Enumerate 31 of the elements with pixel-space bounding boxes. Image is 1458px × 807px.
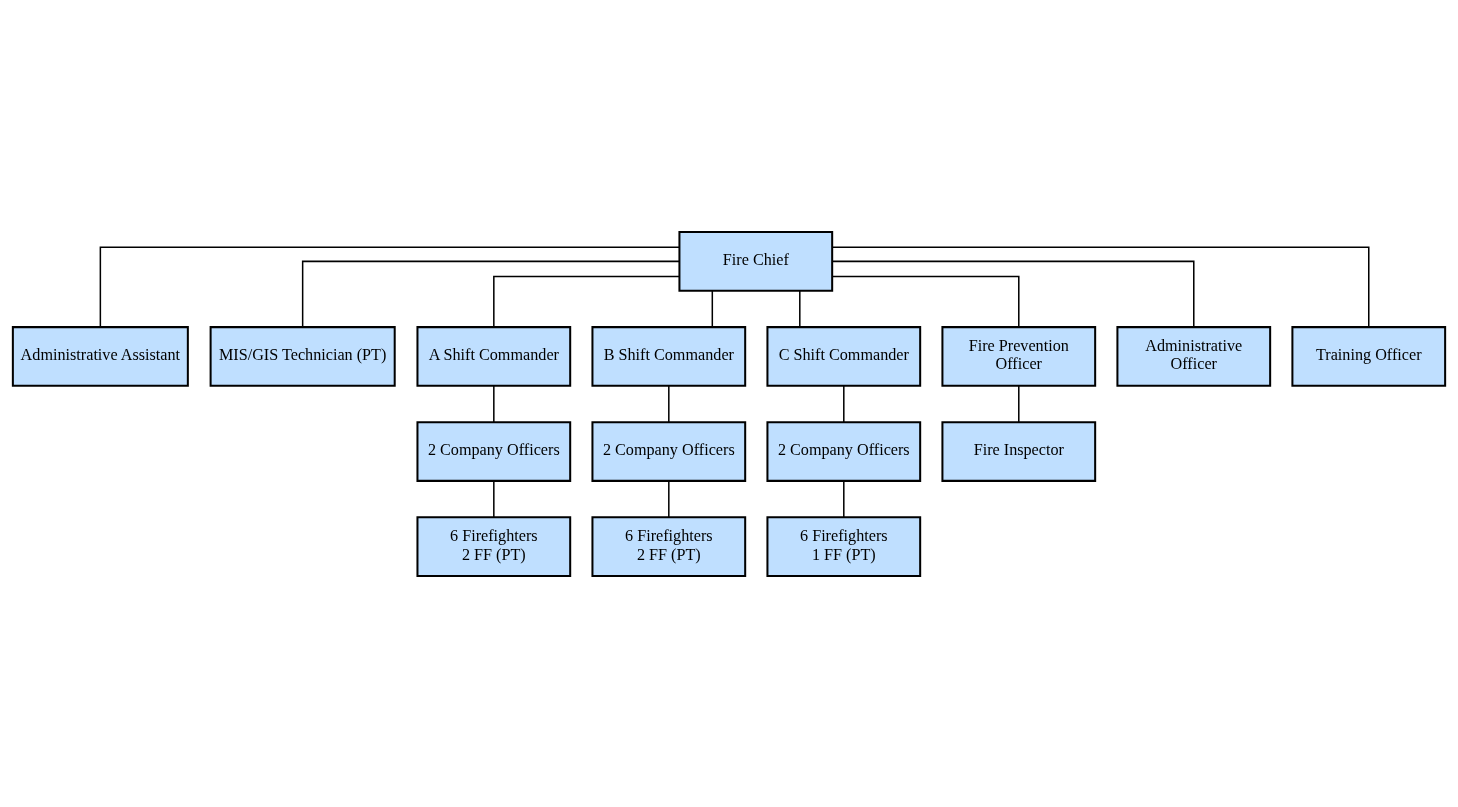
node-box: 6 Firefighters 1 FF (PT) bbox=[766, 515, 922, 577]
connector bbox=[493, 479, 495, 518]
connector bbox=[843, 479, 845, 518]
node-box: Fire Inspector bbox=[941, 420, 1097, 482]
node-box: B Shift Commander bbox=[591, 325, 747, 387]
node-box: 2 Company Officers bbox=[416, 420, 572, 482]
node-box: Administrative Assistant bbox=[11, 325, 189, 387]
node-box: Fire Chief bbox=[678, 230, 834, 292]
connector bbox=[668, 479, 670, 518]
connector bbox=[711, 289, 714, 328]
connector bbox=[99, 245, 681, 328]
node-box: C Shift Commander bbox=[766, 325, 922, 387]
node-box: Fire Prevention Officer bbox=[941, 325, 1097, 387]
connector bbox=[799, 289, 801, 328]
node-box: MIS/GIS Technician (PT) bbox=[209, 325, 396, 387]
connector bbox=[843, 384, 845, 423]
connector bbox=[1018, 384, 1020, 423]
node-box: Administrative Officer bbox=[1116, 325, 1272, 387]
connector bbox=[493, 384, 495, 423]
connector bbox=[493, 275, 681, 327]
node-box: 2 Company Officers bbox=[766, 420, 922, 482]
connector bbox=[668, 384, 670, 423]
node-box: 2 Company Officers bbox=[591, 420, 747, 482]
connector bbox=[831, 275, 1020, 327]
connector bbox=[831, 260, 1195, 328]
node-box: A Shift Commander bbox=[416, 325, 572, 387]
node-box: Training Officer bbox=[1291, 325, 1447, 387]
connector bbox=[831, 245, 1370, 328]
node-box: 6 Firefighters 2 FF (PT) bbox=[416, 515, 572, 577]
connector bbox=[301, 260, 680, 328]
node-box: 6 Firefighters 2 FF (PT) bbox=[591, 515, 747, 577]
